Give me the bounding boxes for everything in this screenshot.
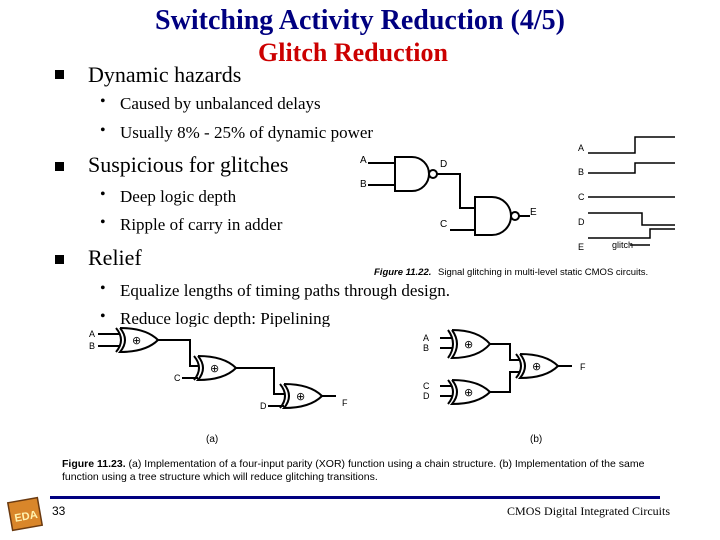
- sub-bullet: Usually 8% - 25% of dynamic power: [120, 123, 374, 142]
- sub-bullet: Caused by unbalanced delays: [120, 94, 321, 113]
- bullet-marker: [55, 70, 64, 79]
- eda-logo: EDA: [6, 496, 44, 532]
- gate-label: B: [360, 179, 367, 190]
- bullet-suspicious: Suspicious for glitches: [88, 152, 289, 177]
- sub-bullet: Reduce logic depth: Pipelining: [120, 309, 331, 327]
- xor-symbol: ⊕: [532, 361, 541, 373]
- sub-bullet-dot: •: [100, 280, 106, 297]
- sub-bullet-dot: •: [100, 186, 106, 203]
- bullet-dynamic-hazards: Dynamic hazards: [88, 62, 242, 87]
- xor-symbol: ⊕: [132, 335, 141, 347]
- xor-symbol: ⊕: [210, 363, 219, 375]
- sub-bullet: Ripple of carry in adder: [120, 215, 283, 234]
- page-number: 33: [52, 504, 66, 518]
- wave-label: E: [578, 242, 584, 252]
- gate-label: E: [530, 207, 537, 218]
- bullet-marker: [55, 255, 64, 264]
- figure-11-23-caption: Figure 11.23. (a) Implementation of a fo…: [62, 458, 662, 484]
- xor-symbol: ⊕: [464, 387, 473, 399]
- tree-label: A: [423, 333, 429, 343]
- bullet-marker: [55, 162, 64, 171]
- chain-label: F: [342, 398, 348, 408]
- chain-label: C: [174, 373, 181, 383]
- bullet-relief: Relief: [88, 245, 142, 270]
- tree-label: B: [423, 343, 429, 353]
- logo-text: EDA: [14, 509, 39, 525]
- gate-label: A: [360, 155, 367, 166]
- slide-subtitle: Glitch Reduction: [258, 38, 448, 67]
- glitch-label: glitch: [612, 240, 633, 250]
- sub-figure-label: (a): [206, 434, 218, 445]
- figure-11-23: ⊕ ⊕ ⊕ ⊕ ⊕ ⊕ A B C D F A B C D F (a) (b): [89, 327, 586, 445]
- sub-bullet: Deep logic depth: [120, 187, 237, 206]
- sub-bullet-dot: •: [100, 122, 106, 139]
- wave-label: D: [578, 217, 585, 227]
- xor-symbol: ⊕: [464, 339, 473, 351]
- slide-title: Switching Activity Reduction (4/5): [155, 5, 565, 36]
- chain-label: D: [260, 401, 267, 411]
- tree-label: C: [423, 381, 430, 391]
- tree-label: F: [580, 362, 586, 372]
- sub-figure-label: (b): [530, 434, 542, 445]
- chain-label: A: [89, 329, 95, 339]
- figure-caption-text: Signal glitching in multi-level static C…: [438, 267, 648, 278]
- figure-caption-text: (a) Implementation of a four-input parit…: [62, 458, 645, 483]
- figure-11-22: A B D C E A B C D E glitch Figure 11.22.…: [360, 136, 675, 278]
- wave-label: A: [578, 143, 584, 153]
- xor-symbol: ⊕: [296, 391, 305, 403]
- figure-caption-label: Figure 11.23.: [62, 458, 126, 470]
- sub-bullet: Equalize lengths of timing paths through…: [120, 281, 451, 300]
- tree-label: D: [423, 391, 430, 401]
- footer-rule: [50, 496, 660, 499]
- figure-caption-label: Figure 11.22.: [374, 267, 431, 278]
- sub-bullet-dot: •: [100, 214, 106, 231]
- course-name: CMOS Digital Integrated Circuits: [507, 504, 670, 518]
- sub-bullet-dot: •: [100, 93, 106, 110]
- wave-label: B: [578, 167, 584, 177]
- wave-label: C: [578, 192, 585, 202]
- chain-label: B: [89, 341, 95, 351]
- sub-bullet-dot: •: [100, 308, 106, 325]
- gate-label: D: [440, 159, 447, 170]
- gate-label: C: [440, 219, 447, 230]
